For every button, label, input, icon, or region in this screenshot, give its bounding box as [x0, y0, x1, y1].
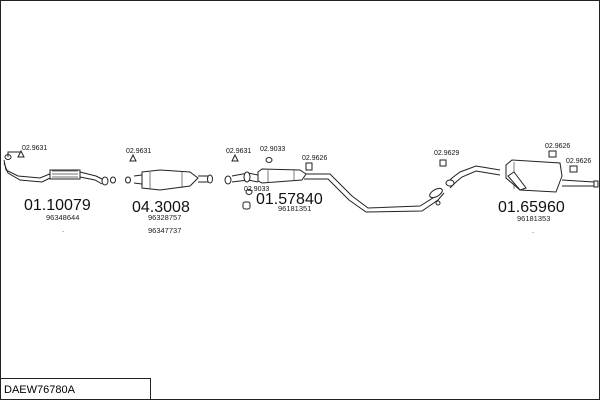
fitting-label: 02.9631	[226, 148, 251, 155]
gasket-ring-icon	[265, 157, 273, 163]
rubber-mount-icon	[305, 162, 313, 171]
part-reference: 96328757	[148, 213, 181, 222]
fitting-label: 02.9033	[244, 186, 269, 193]
part-01-10079[interactable]	[3, 159, 109, 186]
rubber-mount-icon	[439, 159, 447, 167]
part-01-65960[interactable]	[445, 159, 599, 193]
fitting-label: 02.9626	[566, 158, 591, 165]
gasket-ring-icon	[110, 176, 116, 184]
diagram-code: DAEW76780A	[4, 384, 76, 396]
fitting-label: 02.9631	[126, 148, 151, 155]
fitting-label: 02.9626	[302, 155, 327, 162]
part-04-3008[interactable]	[133, 169, 213, 191]
part-number: 04.3008	[132, 199, 190, 216]
part-number: 01.57840	[256, 191, 323, 208]
clamp-icon	[17, 149, 25, 158]
part-reference: 96181353	[517, 214, 550, 223]
rubber-mount-icon	[569, 165, 578, 173]
clamp-icon	[231, 153, 239, 162]
part-dot: .	[532, 226, 534, 235]
gasket-ring-icon	[125, 176, 131, 184]
fitting-label: 02.9631	[22, 145, 47, 152]
part-reference: 96347737	[148, 226, 181, 235]
part-dot: .	[62, 225, 64, 234]
fitting-label: 02.9033	[260, 146, 285, 153]
gasket-ring-icon	[224, 175, 232, 185]
gasket-ring-icon	[435, 200, 441, 206]
part-reference: 96348644	[46, 213, 79, 222]
clamp-icon	[242, 201, 251, 210]
part-number: 01.10079	[24, 197, 91, 214]
fitting-label: 02.9626	[545, 143, 570, 150]
fitting-label: 02.9629	[434, 150, 459, 157]
part-01-57840[interactable]	[231, 168, 445, 213]
part-number: 01.65960	[498, 199, 565, 216]
gasket-ring-icon	[245, 189, 253, 195]
part-reference: 96181351	[278, 204, 311, 213]
clamp-icon	[129, 153, 137, 162]
rubber-mount-icon	[548, 150, 557, 158]
